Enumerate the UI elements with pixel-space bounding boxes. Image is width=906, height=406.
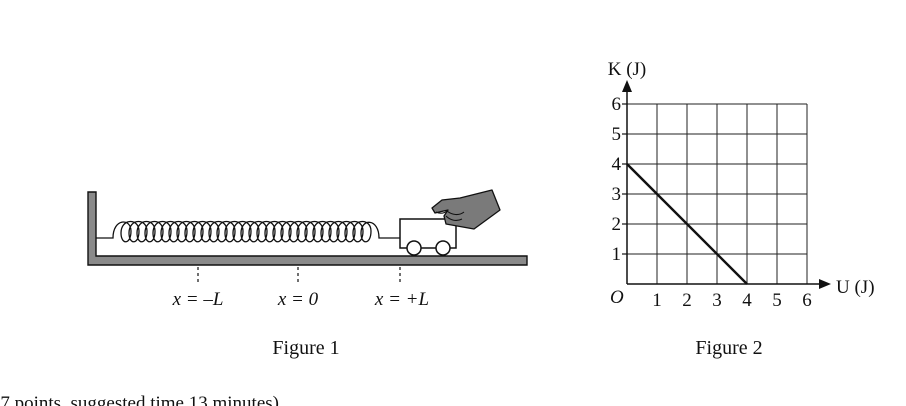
y-tick-label: 1 xyxy=(612,244,622,265)
x-axis-label: U (J) xyxy=(836,277,875,298)
x-tick-label: 6 xyxy=(802,290,812,311)
x-axis-arrow xyxy=(819,279,831,289)
y-tick-label: 4 xyxy=(612,154,622,175)
label-x-zero: x = 0 xyxy=(277,289,319,310)
origin-label: O xyxy=(610,287,624,308)
x-tick-label: 3 xyxy=(712,290,722,311)
y-tick-label: 2 xyxy=(612,214,622,235)
footer-text: (7 points, suggested time 13 minutes) xyxy=(0,393,279,406)
figure-2-caption: Figure 2 xyxy=(695,337,762,359)
figure-1: x = –L x = 0 x = +L Figure 1 xyxy=(87,189,528,359)
wall-and-track xyxy=(87,191,528,266)
chart-grid xyxy=(627,103,808,284)
hand-icon xyxy=(431,189,501,230)
chart-axes xyxy=(622,80,831,289)
spring xyxy=(96,220,400,243)
y-axis-label: K (J) xyxy=(608,59,647,80)
label-x-minus-l: x = –L xyxy=(172,289,224,310)
x-tick-label: 5 xyxy=(772,290,782,311)
cart-wheel-right xyxy=(435,240,451,256)
figure-1-caption: Figure 1 xyxy=(272,337,339,359)
y-axis-arrow xyxy=(622,80,632,92)
y-tick-label: 3 xyxy=(612,184,622,205)
label-x-plus-l: x = +L xyxy=(374,289,429,310)
cart-wheel-left xyxy=(406,240,422,256)
y-tick-label: 5 xyxy=(612,124,622,145)
chart-series xyxy=(626,163,748,285)
x-tick-label: 4 xyxy=(742,290,752,311)
y-tick-label: 6 xyxy=(612,94,622,115)
series-line xyxy=(626,163,748,285)
x-tick-label: 2 xyxy=(682,290,692,311)
x-tick-label: 1 xyxy=(652,290,662,311)
